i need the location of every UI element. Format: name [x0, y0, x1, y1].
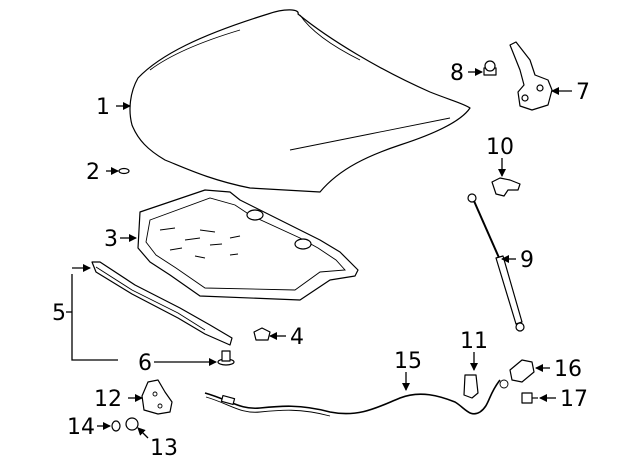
callout-13: 13 — [150, 436, 178, 461]
bolt-part-17 — [521, 392, 538, 404]
callout-12: 12 — [94, 387, 122, 412]
bolt-part-8 — [483, 60, 497, 76]
cap-part-13 — [125, 417, 139, 431]
clip-part-2 — [118, 167, 130, 175]
callout-14: 14 — [67, 415, 95, 440]
callout-1: 1 — [96, 95, 110, 120]
callout-6: 6 — [138, 351, 152, 376]
support-rod — [467, 193, 525, 332]
callout-17: 17 — [560, 387, 588, 412]
plug-part-14 — [111, 420, 121, 432]
hood-seal — [91, 261, 233, 346]
callout-9: 9 — [520, 248, 534, 273]
latch-bracket — [463, 374, 479, 399]
callout-7: 7 — [576, 80, 590, 105]
hood-latch — [499, 359, 535, 389]
callout-4: 4 — [290, 325, 304, 350]
callout-10: 10 — [486, 135, 514, 160]
release-cable — [204, 379, 501, 417]
callout-11: 11 — [460, 329, 488, 354]
callout-16: 16 — [554, 357, 582, 382]
callout-15: 15 — [394, 349, 422, 374]
bracket-part-10 — [491, 177, 521, 197]
callout-5: 5 — [52, 301, 66, 326]
clip-part-4 — [253, 327, 271, 341]
callout-3: 3 — [104, 227, 118, 252]
lock-bracket — [141, 379, 173, 415]
callout-8: 8 — [450, 61, 464, 86]
hood-hinge — [509, 41, 553, 111]
hood-panel — [129, 9, 471, 193]
hood-insulator — [137, 189, 359, 301]
retainer-part-6 — [217, 350, 235, 366]
callout-2: 2 — [86, 160, 100, 185]
